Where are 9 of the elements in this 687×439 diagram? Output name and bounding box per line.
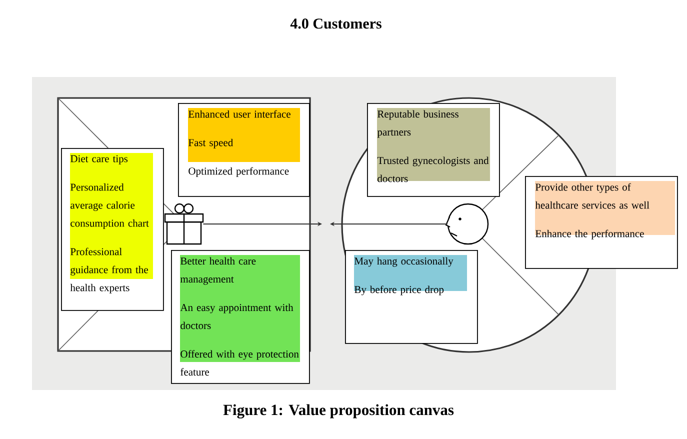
- note-box: Diet care tips Personalized average calorie consumption chart Professional guidance from the health experts: [61, 148, 164, 311]
- note-box: Provide other types of healthcare services as well Enhance the performance: [525, 176, 678, 269]
- figure-caption: Figure 1: Value proposition canvas: [223, 404, 454, 418]
- note-box: Enhanced user interface Fast speed Optimized performance: [178, 103, 310, 197]
- heading: 4.0 Customers: [290, 18, 382, 29]
- face-icon: [445, 203, 489, 245]
- note-box: Reputable business partners Trusted gynecologists and doctors: [367, 103, 500, 197]
- gift-icon: [164, 203, 204, 245]
- note-box: Better health care management An easy appointment with doctors Offered with eye protection feature: [171, 250, 310, 384]
